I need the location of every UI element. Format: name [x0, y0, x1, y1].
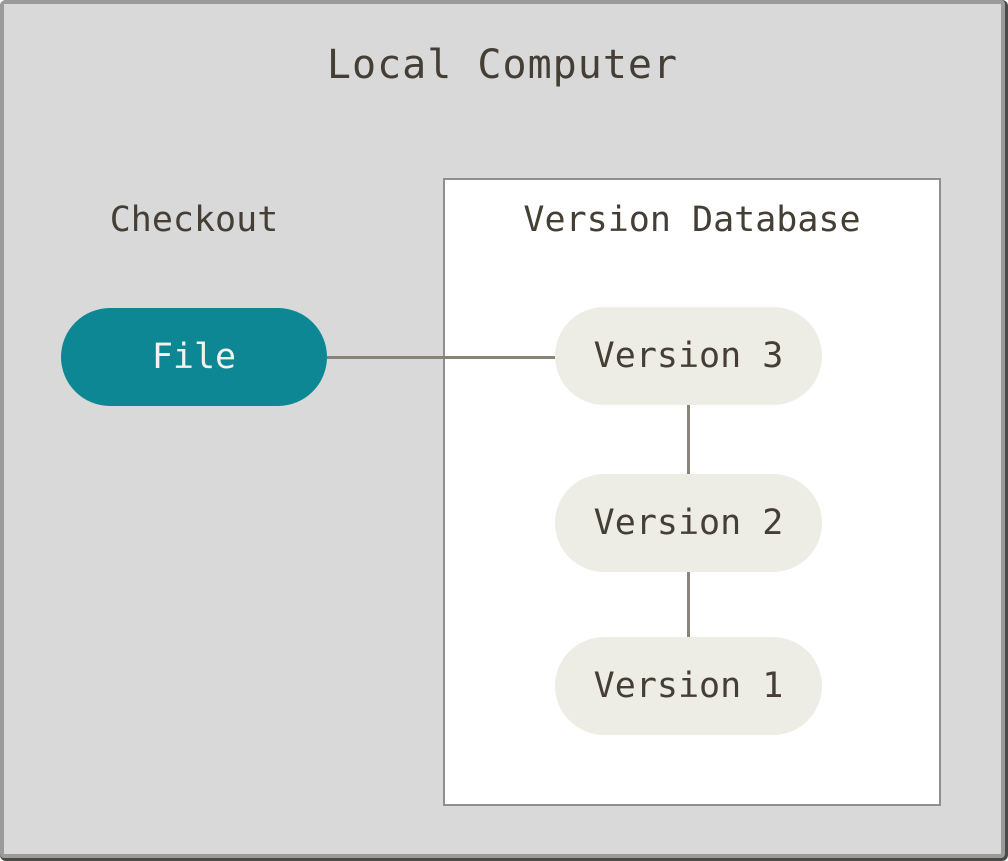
file-node: File — [61, 308, 327, 406]
checkout-label: Checkout — [109, 200, 279, 240]
version-database-title: Version Database — [523, 200, 861, 240]
version-1-node: Version 1 — [555, 637, 822, 735]
connector-file-to-version3 — [327, 356, 555, 359]
version-2-node: Version 2 — [555, 474, 822, 572]
diagram-title: Local Computer — [326, 42, 679, 88]
version-3-node: Version 3 — [555, 307, 822, 405]
connector-version2-to-version1 — [687, 572, 690, 637]
connector-version3-to-version2 — [687, 405, 690, 474]
